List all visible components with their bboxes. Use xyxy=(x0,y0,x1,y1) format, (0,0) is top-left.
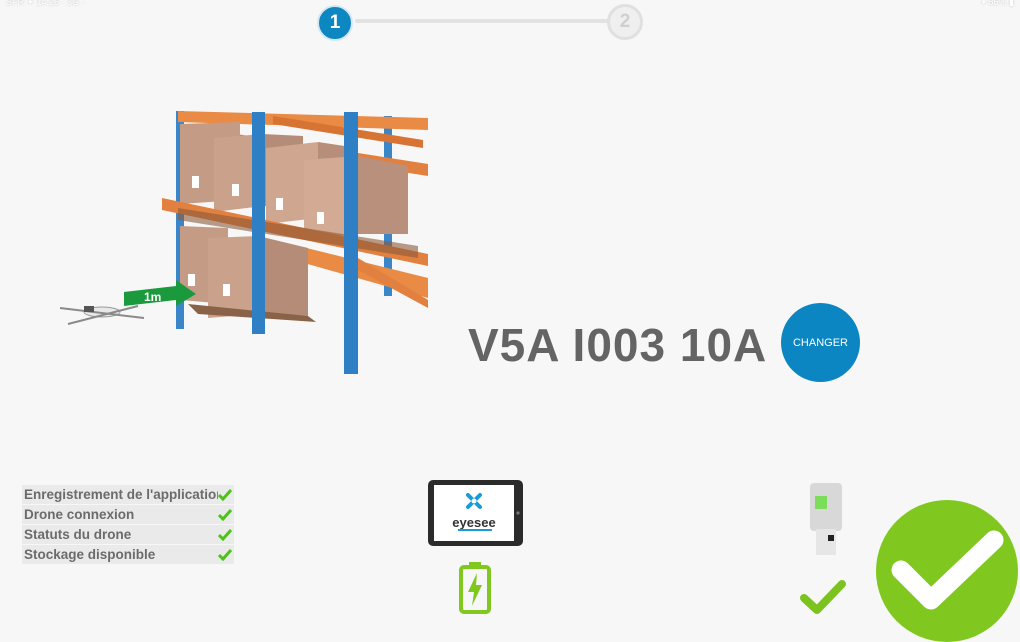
location-code: V5A I003 10A xyxy=(468,319,768,371)
status-bar-left: SFR ✦ 14:26 · 3G · xyxy=(6,0,85,7)
check-icon xyxy=(891,530,1004,610)
status-bar: SFR ✦ 14:26 · 3G · ▾ 86% ▮ xyxy=(0,0,1020,12)
check-icon xyxy=(800,580,846,614)
checklist-item: Drone connexion xyxy=(22,505,234,524)
distance-label: 1m xyxy=(144,290,161,304)
tablet-icon: eyesee xyxy=(428,480,523,546)
lower-boxes xyxy=(180,226,316,322)
step-2[interactable]: 2 xyxy=(607,4,643,40)
drone-device-icon xyxy=(810,483,842,555)
eyesee-logo-icon xyxy=(466,493,482,509)
check-icon xyxy=(218,488,232,501)
preflight-checklist: Enregistrement de l'application Drone co… xyxy=(22,485,234,565)
check-icon xyxy=(218,528,232,541)
battery-charging-icon xyxy=(459,562,491,614)
change-location-button[interactable]: CHANGER xyxy=(781,303,860,382)
tablet-brand: eyesee xyxy=(452,515,495,530)
ready-status-badge xyxy=(876,500,1018,642)
checklist-item: Stockage disponible xyxy=(22,545,234,564)
drone-icon xyxy=(59,305,145,325)
stepper-line xyxy=(355,19,615,23)
checklist-item: Enregistrement de l'application xyxy=(22,485,234,504)
step-1[interactable]: 1 xyxy=(317,5,353,41)
distance-arrow: 1m xyxy=(124,280,196,306)
checklist-item: Statuts du drone xyxy=(22,525,234,544)
check-icon xyxy=(218,508,232,521)
check-icon xyxy=(218,548,232,561)
status-bar-right: ▾ 86% ▮ xyxy=(981,0,1014,7)
warehouse-rack-illustration: 1m xyxy=(59,111,428,374)
